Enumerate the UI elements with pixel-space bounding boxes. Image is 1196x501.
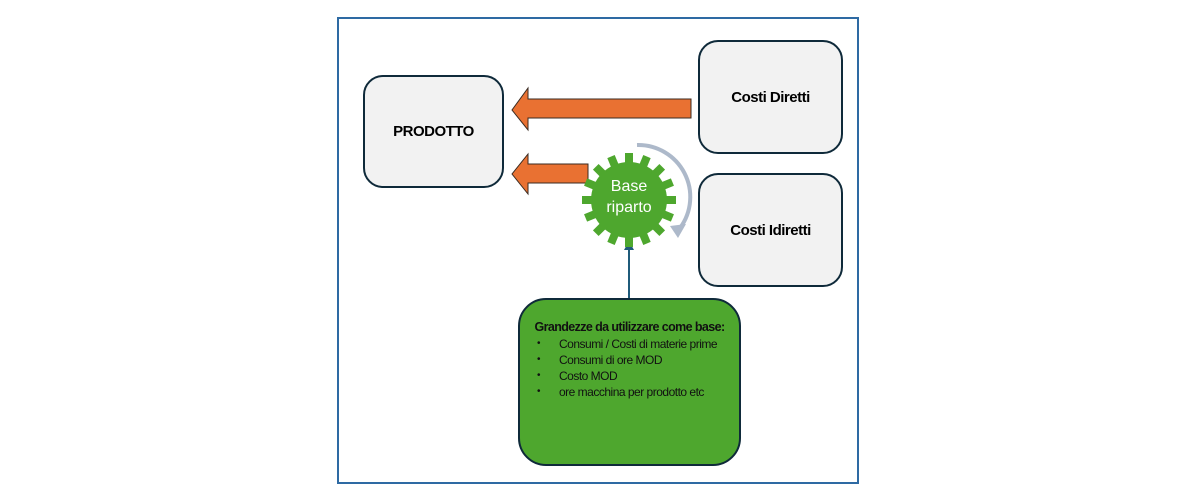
gear-icon bbox=[582, 153, 676, 247]
node-grandezze: Grandezze da utilizzare come base: Consu… bbox=[518, 298, 741, 466]
base-riparto-line2: riparto bbox=[606, 199, 652, 216]
node-costi-diretti-label: Costi Diretti bbox=[731, 88, 810, 106]
list-item: ore macchina per prodotto etc bbox=[537, 384, 729, 400]
node-prodotto-label: PRODOTTO bbox=[393, 123, 474, 140]
list-item: Consumi di ore MOD bbox=[537, 352, 729, 368]
node-prodotto: PRODOTTO bbox=[363, 75, 504, 188]
grandezze-title: Grandezze da utilizzare come base: bbox=[534, 320, 725, 334]
arrow-costi-diretti-to-prodotto bbox=[511, 86, 692, 132]
arrow-base-riparto-to-prodotto bbox=[511, 152, 589, 196]
node-costi-indiretti-label: Costi Idiretti bbox=[730, 221, 811, 239]
curved-arrow-indiretti-to-base bbox=[636, 142, 693, 230]
node-base-riparto: Base riparto bbox=[588, 176, 670, 218]
grandezze-list: Consumi / Costi di materie prime Consumi… bbox=[520, 336, 739, 400]
list-item: Consumi / Costi di materie prime bbox=[537, 336, 729, 352]
base-riparto-line1: Base bbox=[610, 178, 648, 195]
frame-inner-line bbox=[857, 19, 858, 482]
list-item: Costo MOD bbox=[537, 368, 729, 384]
curved-arrowhead bbox=[670, 224, 686, 238]
node-costi-indiretti: Costi Idiretti bbox=[698, 173, 843, 287]
node-costi-diretti: Costi Diretti bbox=[698, 40, 843, 154]
